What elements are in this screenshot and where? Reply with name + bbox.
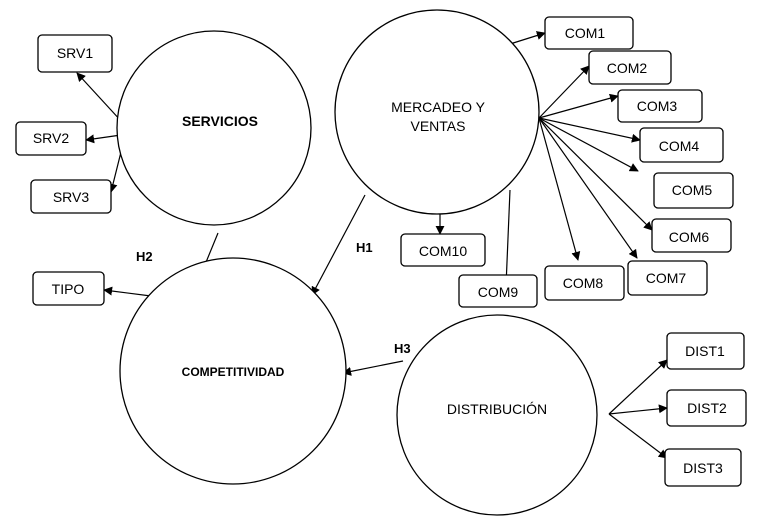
edge-mercadeo-com2 <box>538 65 590 119</box>
box-com10: COM10 <box>400 233 486 267</box>
edge-mercadeo-com9 <box>501 189 511 287</box>
edge-distribucion-dist1 <box>608 359 668 415</box>
box-dist1: DIST1 <box>666 332 745 370</box>
box-dist3: DIST3 <box>664 448 742 487</box>
box-com2: COM2 <box>588 50 672 85</box>
circle-competitividad: COMPETITIVIDAD <box>119 257 347 485</box>
box-srv1: SRV1 <box>37 34 113 73</box>
edge-competitividad-tipo <box>103 286 152 297</box>
edge-mercadeo-com8 <box>538 117 581 261</box>
box-com3: COM3 <box>617 89 703 123</box>
com2-label: COM2 <box>607 60 648 76</box>
edges <box>76 31 668 459</box>
edge-mercadeo-com6 <box>538 117 653 231</box>
box-srv2: SRV2 <box>15 121 87 156</box>
com10-label: COM10 <box>419 243 467 259</box>
box-srv3: SRV3 <box>30 179 112 214</box>
com3-label: COM3 <box>637 98 678 114</box>
circle-servicios: SERVICIOS <box>116 30 312 226</box>
srv1-label: SRV1 <box>57 45 94 61</box>
box-com4: COM4 <box>639 127 724 163</box>
distribucion-label: DISTRIBUCIÓN <box>447 401 547 417</box>
circle-distribucion: DISTRIBUCIÓN <box>396 314 598 516</box>
competitividad-label: COMPETITIVIDAD <box>182 365 285 379</box>
edge-mercadeo-com4 <box>538 117 641 143</box>
com6-label: COM6 <box>669 229 710 245</box>
dist1-label: DIST1 <box>685 343 725 359</box>
com4-label: COM4 <box>659 138 700 154</box>
box-com7: COM7 <box>627 260 708 296</box>
hypothesis-h2-label: H2 <box>136 249 153 264</box>
box-com8: COM8 <box>544 265 625 301</box>
edge-distribucion-dist3 <box>608 413 668 459</box>
dist2-label: DIST2 <box>687 400 727 416</box>
edge-distribucion-dist2 <box>608 404 668 415</box>
edge-mercadeo-com7 <box>538 117 638 259</box>
box-dist2: DIST2 <box>666 389 747 427</box>
mercadeo-label-line2: VENTAS <box>411 118 466 134</box>
edge-servicios-srv3 <box>108 147 123 193</box>
com9-label: COM9 <box>478 284 519 300</box>
box-tipo: TIPO <box>32 271 105 306</box>
edge-mercadeo-com5 <box>538 117 639 172</box>
edge-mercadeo-com3 <box>538 93 619 119</box>
dist3-label: DIST3 <box>683 460 723 476</box>
srv2-label: SRV2 <box>33 130 70 146</box>
edge-servicios-srv2 <box>85 134 122 144</box>
edge-mercadeo-com1 <box>509 31 546 45</box>
edge-distribucion-competitividad <box>342 360 404 376</box>
edge-servicios-srv1 <box>76 72 123 123</box>
hypothesis-h1-label: H1 <box>356 240 373 255</box>
box-com5: COM5 <box>653 172 734 209</box>
com5-label: COM5 <box>672 182 713 198</box>
circle-mercadeo-ventas: MERCADEO Y VENTAS <box>334 9 540 215</box>
hypothesis-h3-label: H3 <box>394 341 411 356</box>
com1-label: COM1 <box>565 25 606 41</box>
com8-label: COM8 <box>563 275 604 291</box>
srv3-label: SRV3 <box>53 189 90 205</box>
servicios-label: SERVICIOS <box>182 113 258 129</box>
tipo-label: TIPO <box>52 281 85 297</box>
box-com6: COM6 <box>651 218 732 253</box>
mercadeo-label-line1: MERCADEO Y <box>391 99 486 115</box>
box-com9: COM9 <box>458 274 538 308</box>
edge-mercadeo-competitividad <box>311 194 366 296</box>
com7-label: COM7 <box>646 270 687 286</box>
box-com1: COM1 <box>544 16 634 50</box>
